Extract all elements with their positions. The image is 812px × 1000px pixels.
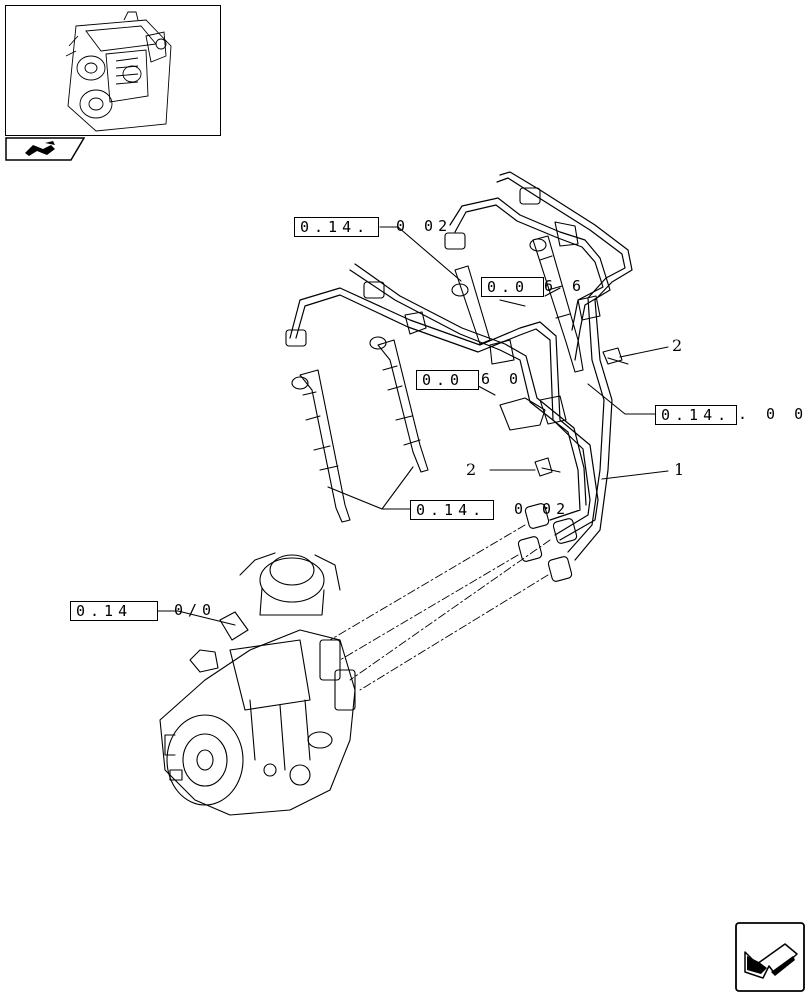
leader-ref-6	[157, 610, 236, 626]
assembly-lines	[329, 524, 551, 691]
ref-box-3[interactable]: 0.0	[416, 370, 479, 390]
next-page-button[interactable]	[735, 922, 805, 992]
ref-box-6[interactable]: 0.14	[70, 601, 158, 621]
leader-callout-2a	[619, 346, 669, 358]
ref-suffix-3: 6 0	[481, 370, 524, 388]
callout-2-upper: 2	[672, 336, 683, 355]
engine-thumbnail-icon	[65, 11, 172, 132]
leader-ref-5	[327, 466, 414, 510]
ref-suffix-4: . 0 0	[738, 405, 809, 423]
leader-ref-1	[379, 226, 462, 282]
ref-suffix-6: 0/0	[174, 601, 217, 619]
ref-box-1[interactable]: 0.14.	[294, 217, 379, 237]
injection-pump	[159, 552, 356, 816]
engine-tab[interactable]	[5, 137, 86, 161]
callout-2-lower: 2	[466, 460, 477, 479]
ref-suffix-1: 0 02	[396, 217, 453, 235]
ref-suffix-5: 0 02	[514, 500, 571, 518]
engine-tab-icon	[5, 137, 86, 161]
ref-box-2[interactable]: 0.0	[481, 277, 544, 297]
pipe-connectors-lower	[517, 503, 578, 582]
pipe-fittings-top	[285, 187, 541, 347]
leader-callout-1	[601, 470, 669, 480]
next-page-arrow-icon	[735, 922, 805, 992]
bolts	[534, 347, 629, 477]
engine-thumbnail[interactable]	[5, 5, 221, 136]
leader-ref-4	[587, 383, 656, 415]
ref-box-5[interactable]: 0.14.	[410, 500, 494, 520]
injectors	[291, 235, 584, 523]
callout-1: 1	[674, 460, 685, 479]
ref-box-4[interactable]: 0.14.	[655, 405, 737, 425]
pipe-brackets	[404, 221, 601, 431]
ref-suffix-2: 6 6	[544, 277, 587, 295]
leader-ref-2	[499, 287, 561, 307]
